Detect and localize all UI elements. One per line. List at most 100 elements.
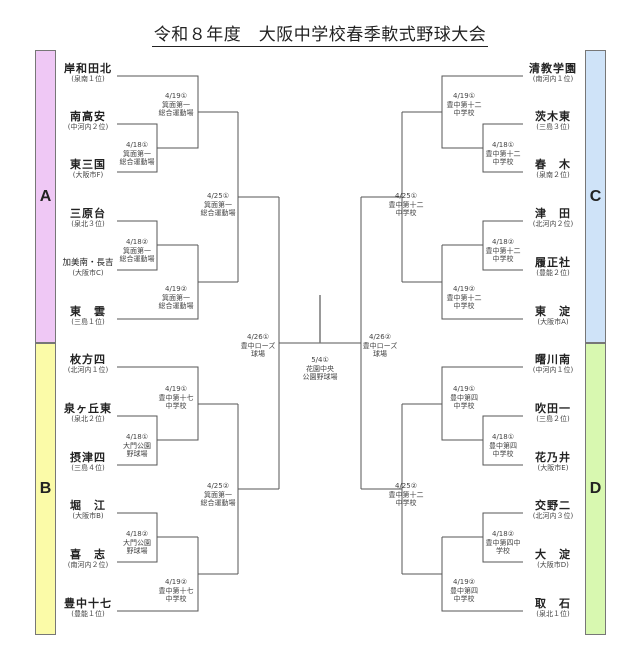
team-name: 枚方四 <box>70 353 106 366</box>
team-qualifier: (北河内２位) <box>532 220 574 228</box>
venue-place2: 学校 <box>496 547 510 555</box>
bracket-line-semi-right <box>320 197 362 489</box>
venue-place2: 中学校 <box>165 595 187 603</box>
venue-date: 4/25② <box>395 482 417 490</box>
venue-date: 4/19① <box>165 92 187 100</box>
team-qualifier: (三島４位) <box>71 464 105 472</box>
venue-date: 4/18② <box>126 530 148 538</box>
venue-place2: 中学校 <box>453 402 475 410</box>
team-name: 摂津四 <box>70 451 106 464</box>
venue-place2: 中学校 <box>453 109 475 117</box>
venue-place1: 豊中ローズ <box>240 341 276 350</box>
team-name: 東 淀 <box>535 305 571 318</box>
venue-date: 4/19② <box>453 578 475 586</box>
venue-place2: 総合運動場 <box>158 109 194 117</box>
venue-place1: 豊中第十二 <box>485 149 521 158</box>
team-name: 東 雲 <box>70 305 106 318</box>
team-entry: 東 淀(大阪市A) <box>508 306 598 327</box>
venue-place1: 豊中第十二 <box>446 293 482 302</box>
team-entry: 東三国(大阪市F) <box>43 159 133 180</box>
venue-place2: 球場 <box>373 350 387 358</box>
team-qualifier: (大阪市A) <box>537 318 569 326</box>
team-name: 花乃井 <box>535 451 571 464</box>
venue-place1: 豊中第四 <box>450 393 478 402</box>
venue-date: 4/19② <box>453 285 475 293</box>
venue-date: 4/26① <box>247 333 269 341</box>
venue-date: 4/18① <box>126 141 148 149</box>
venue-place1: 大門公園 <box>123 538 151 547</box>
block-band-a: A <box>35 50 56 343</box>
venue-place1: 豊中第十二 <box>388 490 424 499</box>
team-entry: 加美南・長吉(大阪市C) <box>43 257 133 278</box>
venue-date: 4/18① <box>492 141 514 149</box>
team-entry: 清教学園(南河内１位) <box>508 63 598 84</box>
venue-date: 4/18② <box>492 238 514 246</box>
venue-place1: 箕面第一 <box>123 149 151 158</box>
venue-place1: 豊中第十二 <box>485 246 521 255</box>
venue-place2: 公園野球場 <box>302 373 338 381</box>
team-entry: 曙川南(中河内１位) <box>508 354 598 375</box>
bracket-line-a <box>117 75 279 320</box>
team-name: 岸和田北 <box>64 62 112 75</box>
team-qualifier: (豊能１位) <box>71 610 105 618</box>
team-name: 豊中十七 <box>64 597 112 610</box>
team-qualifier: (北河内１位) <box>67 366 109 374</box>
team-entry: 豊中十七(豊能１位) <box>43 598 133 619</box>
venue-date: 4/19① <box>453 385 475 393</box>
venue-place1: 箕面第一 <box>204 490 232 499</box>
block-band-b: B <box>35 343 56 635</box>
venue-place1: 箕面第一 <box>123 246 151 255</box>
venue-place2: 野球場 <box>126 450 148 458</box>
venue-place2: 中学校 <box>492 158 514 166</box>
team-name: 吹田一 <box>535 402 571 415</box>
venue-date: 4/19② <box>165 285 187 293</box>
venue-date: 5/4① <box>311 356 329 364</box>
venue-place1: 豊中ローズ <box>362 341 398 350</box>
venue-place1: 豊中第十二 <box>446 100 482 109</box>
venue-date: 4/18① <box>126 433 148 441</box>
team-qualifier: (三島３位) <box>536 123 570 131</box>
team-entry: 東 雲(三島１位) <box>43 306 133 327</box>
venue-place1: 花園中央 <box>306 364 334 373</box>
venue-date: 4/18② <box>126 238 148 246</box>
team-name: 喜 志 <box>70 548 106 561</box>
team-qualifier: (泉北２位) <box>71 415 105 423</box>
team-entry: 花乃井(大阪市E) <box>508 452 598 473</box>
venue-place2: 中学校 <box>492 255 514 263</box>
bracket-line-b <box>117 366 279 612</box>
venue-date: 4/19② <box>165 578 187 586</box>
venue-place1: 豊中第十七 <box>158 393 194 402</box>
team-name: 春 木 <box>535 158 571 171</box>
team-entry: 喜 志(南河内２位) <box>43 549 133 570</box>
venue-place2: 中学校 <box>492 450 514 458</box>
team-entry: 泉ヶ丘東(泉北２位) <box>43 403 133 424</box>
team-qualifier: (三島２位) <box>536 415 570 423</box>
bracket-line-d <box>361 366 523 612</box>
team-entry: 南高安(中河内２位) <box>43 111 133 132</box>
team-name: 交野二 <box>535 499 571 512</box>
title-text: 令和８年度 大阪中学校春季軟式野球大会 <box>151 25 489 47</box>
team-qualifier: (大阪市D) <box>537 561 569 569</box>
venue-place1: 箕面第一 <box>162 100 190 109</box>
team-qualifier: (大阪市B) <box>72 512 104 520</box>
venue-place2: 野球場 <box>126 547 148 555</box>
venue-date: 4/25② <box>207 482 229 490</box>
venue-place1: 豊中第四中 <box>485 538 521 547</box>
team-qualifier: (北河内３位) <box>532 512 574 520</box>
team-name: 清教学園 <box>529 62 577 75</box>
team-qualifier: (大阪市F) <box>72 171 104 179</box>
